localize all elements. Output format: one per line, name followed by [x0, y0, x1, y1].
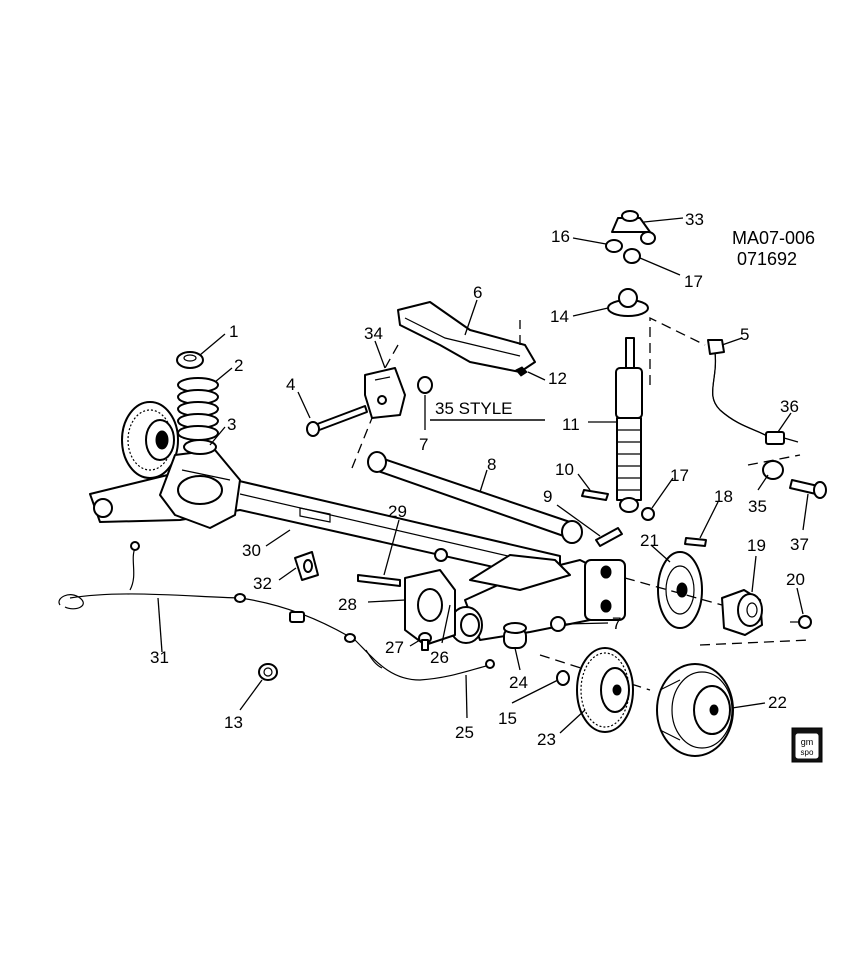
callout-5: 5 [740, 325, 749, 344]
left-brake-drum [121, 401, 179, 479]
shock-dash-line [649, 316, 706, 385]
shock-lower-nut [641, 507, 655, 521]
callout-22: 22 [768, 693, 787, 712]
arm-bushing [449, 606, 483, 644]
brake-drum [576, 647, 634, 733]
shock-nut-16 [605, 239, 623, 253]
callout-27: 27 [385, 638, 404, 657]
arm-bracket-bolt [357, 574, 401, 587]
hose-bolt [789, 479, 827, 499]
bracket-nut [417, 376, 433, 394]
shock-nut-17a [640, 231, 656, 245]
parking-brake-cable [58, 541, 495, 681]
callout-7b: 7 [612, 614, 621, 633]
callout-34: 34 [364, 324, 383, 343]
callout-14: 14 [550, 307, 569, 326]
logo-line-2: spo [801, 748, 814, 757]
callout-2: 2 [234, 356, 243, 375]
callout-1: 1 [229, 322, 238, 341]
leader-lines [157, 217, 809, 734]
callout-17a: 17 [684, 272, 703, 291]
logo-line-1: gm [801, 737, 814, 747]
gm-spo-logo: gm spo [791, 727, 823, 763]
brake-backing-plate [657, 551, 703, 629]
arm-bracket [404, 569, 456, 646]
shock-upper-mount [607, 288, 649, 317]
callout-26: 26 [430, 648, 449, 667]
hub-dash-line-1 [624, 577, 723, 606]
brake-hose [707, 339, 771, 439]
callout-28: 28 [338, 595, 357, 614]
arm-bracket-stud [418, 632, 432, 651]
callout-31: 31 [150, 648, 169, 667]
callout-13: 13 [224, 713, 243, 732]
callout-30: 30 [242, 541, 261, 560]
callout-20: 20 [786, 570, 805, 589]
callout-36: 36 [780, 397, 799, 416]
callout-17b: 17 [670, 466, 689, 485]
spring-upper-insulator [176, 351, 204, 369]
left-axle-bracket [159, 449, 241, 529]
callout-35: 35 [748, 497, 767, 516]
stabilizer-bushing [294, 551, 319, 581]
arm-nut [550, 616, 566, 632]
trailing-arm [464, 554, 626, 641]
callout-29: 29 [388, 502, 407, 521]
bracket-bolt [306, 405, 368, 437]
drawing-code: MA07-006 [732, 228, 815, 248]
callout-10: 10 [555, 460, 574, 479]
callout-labels: 1 2 3 4 5 6 7 8 9 10 11 12 13 14 15 16 1… [150, 210, 809, 749]
drum-washer [556, 670, 570, 686]
wheel [656, 663, 734, 757]
callout-7a: 7 [419, 435, 428, 454]
hub-dash-line-3 [699, 639, 811, 646]
axle-beam [89, 471, 561, 583]
callout-33: 33 [685, 210, 704, 229]
style-dash-line-1 [351, 417, 373, 469]
hub-nut [790, 615, 812, 629]
callout-32: 32 [253, 574, 272, 593]
callout-6: 6 [473, 283, 482, 302]
callout-18: 18 [714, 487, 733, 506]
callout-11: 11 [562, 415, 580, 434]
callout-4: 4 [286, 375, 295, 394]
style-dash-line-2 [384, 344, 399, 369]
hub-bearing [721, 589, 763, 636]
track-bar-bolt [595, 527, 623, 547]
callout-12: 12 [548, 369, 567, 388]
callout-24: 24 [509, 673, 528, 692]
callout-16: 16 [551, 227, 570, 246]
callout-15: 15 [498, 709, 517, 728]
arm-bushing-24 [503, 622, 527, 649]
hose-fitting [765, 431, 799, 445]
track-bar-bracket [364, 367, 406, 419]
shock-nut-17b [623, 248, 641, 264]
spring-lower-insulator [183, 439, 217, 455]
callout-3: 3 [227, 415, 236, 434]
shock-bolt [581, 489, 609, 501]
style-note: 35 STYLE [435, 399, 513, 418]
hose-bushing [762, 460, 784, 480]
callout-21: 21 [640, 531, 659, 550]
track-bar [367, 451, 583, 544]
plate-bolt [684, 537, 707, 547]
callout-19: 19 [747, 536, 766, 555]
upper-brace [397, 301, 536, 377]
callout-25: 25 [455, 723, 474, 742]
coil-spring [177, 377, 219, 441]
callout-23: 23 [537, 730, 556, 749]
date-code: 071692 [737, 249, 797, 269]
cable-clip [258, 663, 278, 681]
hose-dash-line [747, 454, 801, 466]
callout-9: 9 [543, 487, 552, 506]
shock-absorber [615, 337, 643, 513]
callout-37: 37 [790, 535, 809, 554]
callout-8: 8 [487, 455, 496, 474]
